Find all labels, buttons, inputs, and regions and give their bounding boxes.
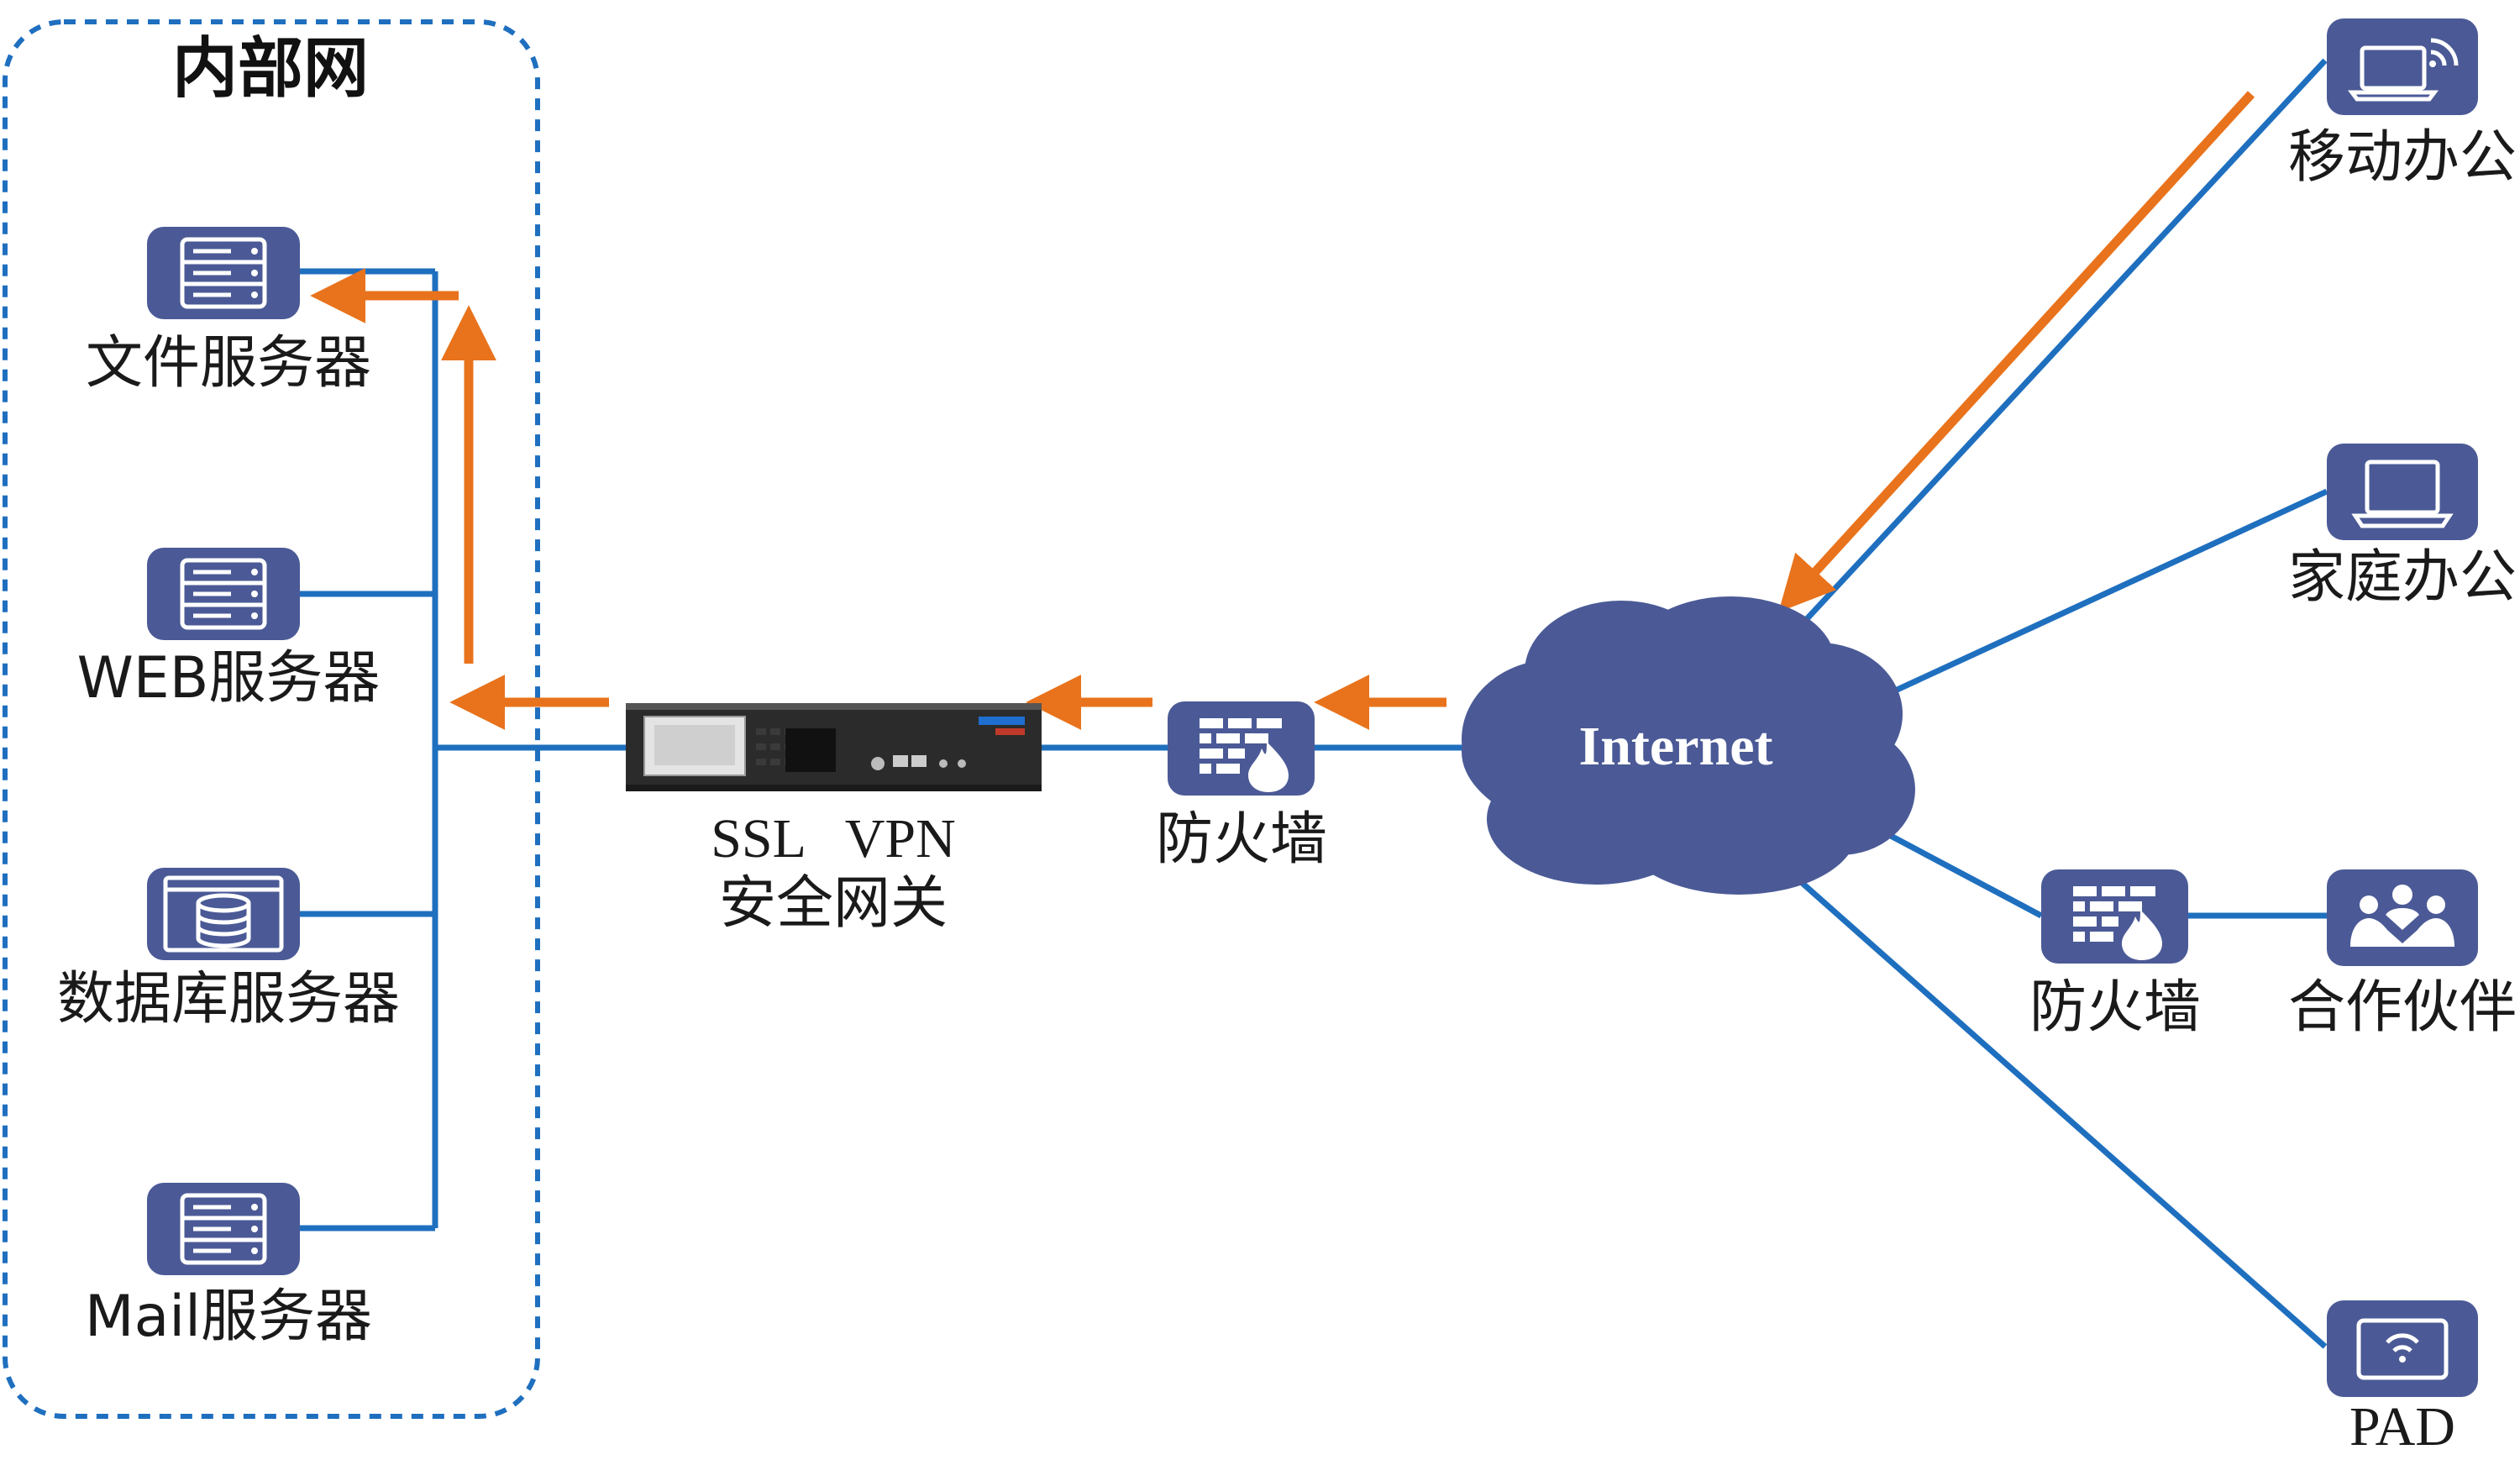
firewall-icon (2073, 886, 2162, 960)
file-server[interactable] (147, 227, 300, 319)
link-internet-pad (1782, 865, 2328, 1349)
partner[interactable] (2327, 869, 2478, 966)
firewall-partner[interactable] (2041, 869, 2188, 964)
firewall-partner-label: 防火墙 (2029, 974, 2201, 1041)
home-office[interactable] (2327, 444, 2478, 540)
partner-label: 合作伙伴 (2288, 974, 2517, 1041)
internal-network-boundary (3, 19, 540, 1419)
database-server-label: 数据库服务器 (57, 966, 400, 1032)
server-icon (180, 558, 267, 630)
mobile-office[interactable] (2327, 18, 2478, 115)
web-server-label: WEB服务器 (77, 645, 381, 712)
firewall-main[interactable] (1168, 701, 1315, 796)
firewall-main-label: 防火墙 (1156, 806, 1327, 873)
internet-label: Internet (1579, 716, 1773, 777)
mail-server[interactable] (147, 1183, 300, 1275)
home-office-label: 家庭办公 (2288, 544, 2517, 611)
ssl-vpn-gateway[interactable] (626, 703, 1042, 791)
server-icon (180, 1193, 267, 1265)
flow-arrow-mobile-internet (1778, 91, 2255, 612)
mobile-office-label: 移动办公 (2288, 124, 2517, 191)
pad-device[interactable] (2327, 1300, 2478, 1397)
traffic-flow (310, 91, 2255, 730)
web-server[interactable] (147, 548, 300, 640)
file-server-label: 文件服务器 (86, 330, 371, 397)
gateway-label-line2: 安全网关 (719, 870, 948, 937)
link-internet-mobile (1780, 58, 2328, 648)
internal-network-title: 内部网 (172, 31, 369, 107)
link-internet-home (1846, 488, 2328, 716)
firewall-icon (1200, 718, 1289, 792)
internet-cloud (1462, 596, 1915, 895)
laptop-icon (2351, 460, 2454, 528)
network-links (298, 58, 2328, 1349)
pad-label: PAD (2349, 1396, 2455, 1457)
server-icon (180, 237, 267, 309)
people-icon (2350, 885, 2454, 947)
tablet-icon (2356, 1318, 2449, 1380)
laptop-wifi-icon (2348, 38, 2459, 102)
gateway-label-line1: SSL VPN (711, 808, 956, 869)
database-server[interactable] (147, 868, 300, 960)
mail-server-label: Mail服务器 (85, 1284, 372, 1350)
database-icon (163, 875, 284, 953)
